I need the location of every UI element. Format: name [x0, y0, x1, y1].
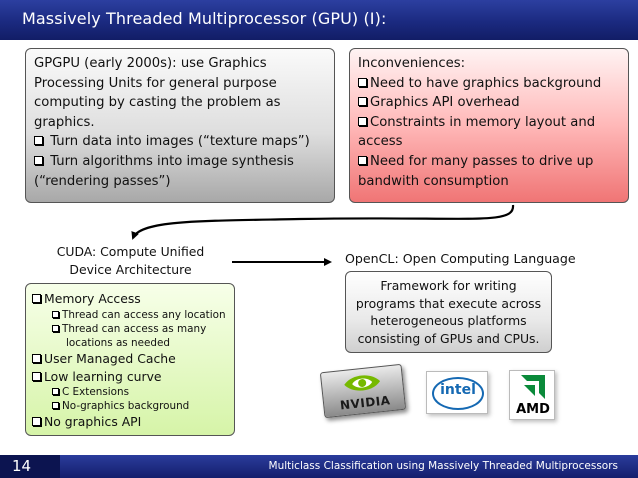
gpgpu-bullet: Turn data into images (“texture maps”) [34, 132, 326, 152]
cuda-item-text: Low learning curve [44, 368, 162, 384]
page-number: 14 [12, 457, 32, 475]
checkbox-icon [358, 155, 367, 165]
slide-title-bar: Massively Threaded Multiprocessor (GPU) … [0, 0, 638, 40]
intel-ring-icon [432, 377, 484, 410]
cuda-label-line: CUDA: Compute Unified [56, 244, 205, 259]
checkbox-icon [358, 97, 367, 107]
footer-bar: 14 Multiclass Classification using Massi… [0, 455, 638, 478]
cuda-subitem-text: Thread can access as many [62, 322, 207, 335]
checkbox-icon [32, 371, 41, 381]
cuda-item-text: User Managed Cache [44, 350, 176, 366]
curved-arrow [131, 204, 515, 240]
amd-arrow-icon [521, 375, 545, 399]
cuda-item: Low learning curve [32, 368, 228, 386]
cuda-subitem-text: Thread can access any location [62, 308, 226, 321]
cuda-item: User Managed Cache [32, 350, 228, 368]
gpgpu-bullet-text: Turn algorithms into image synthesis (“r… [34, 153, 294, 189]
inconvenience-item: Constraints in memory layout and access [358, 113, 620, 152]
cuda-subitem: C Extensions [32, 385, 228, 399]
footer-text: Multiclass Classification using Massivel… [268, 460, 618, 472]
slide-title: Massively Threaded Multiprocessor (GPU) … [22, 9, 387, 28]
cuda-label-line: Device Architecture [69, 261, 192, 277]
gpgpu-box: GPGPU (early 2000s): use Graphics Proces… [25, 48, 335, 203]
inconvenience-item: Need to have graphics background [358, 74, 620, 94]
amd-wordmark: AMD [516, 402, 550, 417]
nvidia-wordmark: NVIDIA [339, 393, 392, 413]
checkbox-icon [52, 324, 59, 332]
intel-logo: intel [426, 371, 488, 414]
inconvenience-text: Graphics API overhead [370, 95, 520, 111]
checkbox-icon [32, 294, 41, 303]
cuda-subitem-text: No-graphics background [62, 400, 190, 413]
cuda-item: No graphics API [32, 413, 228, 431]
cuda-item: Memory Access [32, 290, 228, 308]
cuda-subitem-continuation: locations as needed [66, 336, 170, 349]
gpgpu-bullet: Turn algorithms into image synthesis (“r… [34, 152, 326, 191]
inconvenience-item: Graphics API overhead [358, 93, 620, 113]
amd-logo: AMD [509, 370, 555, 420]
cuda-item-text: No graphics API [44, 414, 142, 430]
inconvenience-text: Need to have graphics background [370, 75, 602, 91]
cuda-subitem-text: C Extensions [62, 386, 129, 399]
checkbox-icon [52, 310, 59, 318]
inconveniences-heading: Inconveniences: [358, 56, 466, 71]
checkbox-icon [52, 388, 59, 396]
checkbox-icon [358, 77, 367, 87]
checkbox-icon [34, 155, 43, 165]
page-number-box [0, 455, 60, 478]
inconvenience-text: Need for many passes to drive up bandwit… [358, 153, 594, 189]
gpgpu-intro: GPGPU (early 2000s): use Graphics Proces… [34, 56, 281, 130]
gpgpu-bullet-text: Turn data into images (“texture maps”) [50, 134, 310, 150]
opencl-label: OpenCL: Open Computing Language [345, 251, 576, 266]
checkbox-icon [52, 402, 59, 410]
opencl-description: Framework for writing programs that exec… [355, 278, 542, 346]
nvidia-logo: NVIDIA [319, 363, 407, 419]
checkbox-icon [358, 116, 367, 126]
inconveniences-box: Inconveniences: Need to have graphics ba… [349, 48, 629, 203]
cuda-item-text: Memory Access [44, 291, 141, 306]
inconvenience-text: Constraints in memory layout and access [358, 114, 596, 150]
nvidia-eye-icon [344, 375, 381, 391]
cuda-features-box: Memory Access Thread can access any loca… [25, 283, 235, 436]
opencl-box: Framework for writing programs that exec… [345, 271, 552, 353]
intel-wordmark: intel [440, 382, 476, 398]
inconvenience-item: Need for many passes to drive up bandwit… [358, 152, 620, 191]
cuda-subitem: No-graphics background [32, 399, 228, 413]
checkbox-icon [34, 136, 43, 146]
cuda-label: CUDA: Compute Unified Device Architectur… [48, 243, 213, 278]
cuda-subitem: Thread can access any location [32, 308, 228, 322]
checkbox-icon [32, 353, 41, 363]
checkbox-icon [32, 417, 41, 427]
